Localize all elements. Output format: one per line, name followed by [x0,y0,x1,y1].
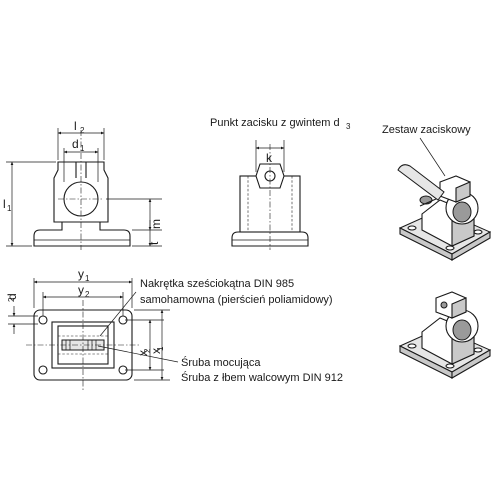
dim-d2: d [5,293,19,300]
dim-y2-sub: 2 [85,290,90,299]
iso-view-with-lever: Zestaw zaciskowy [382,124,492,261]
label-hex-nut-line1: Nakrętka sześciokątna DIN 985 [140,278,294,290]
top-dimensions: y 1 y 2 d 2 x 2 x 1 [5,267,179,381]
dim-y1-sub: 1 [85,274,90,283]
mount-hole-tl [38,315,48,325]
side-dimensions: k Punkt zacisku z gwintem d 3 [210,117,351,172]
front-base-plate [33,221,131,247]
dim-m: m [149,219,163,229]
dim-x2: x [136,350,150,356]
dim-x1: x [149,348,163,354]
label-clamp-set: Zestaw zaciskowy [382,124,471,136]
dim-x2-sub: 2 [143,348,152,353]
iso-view-plain [398,291,492,379]
top-view [26,300,140,390]
mount-hole-bl [38,365,48,375]
dim-l2: l [74,119,77,133]
side-view [231,144,309,250]
dim-t: t [147,241,161,245]
label-clamping-point-sub: 3 [346,122,351,131]
dim-y2: y [78,283,84,297]
dim-d1: d [72,137,79,151]
label-clamping-point: Punkt zacisku z gwintem d [210,117,340,129]
dim-x1-sub: 1 [156,346,165,351]
dim-d2-sub: 2 [7,297,16,302]
dim-l2-sub: 2 [80,126,85,135]
dim-l1-sub: 1 [7,204,12,213]
label-screw-line1: Śruba mocująca [181,356,261,369]
dim-d1-sub: 1 [80,144,85,153]
label-hex-nut-line2: samohamowna (pierścień poliamidowy) [140,294,333,306]
dim-l1: l [3,197,6,211]
front-dimensions: l 2 d 1 l 1 m t [3,119,163,247]
label-screw-line2: Śruba z łbem walcowym DIN 912 [181,371,343,384]
front-view [33,130,131,250]
dim-y1: y [78,267,84,281]
dim-k: k [266,151,273,165]
